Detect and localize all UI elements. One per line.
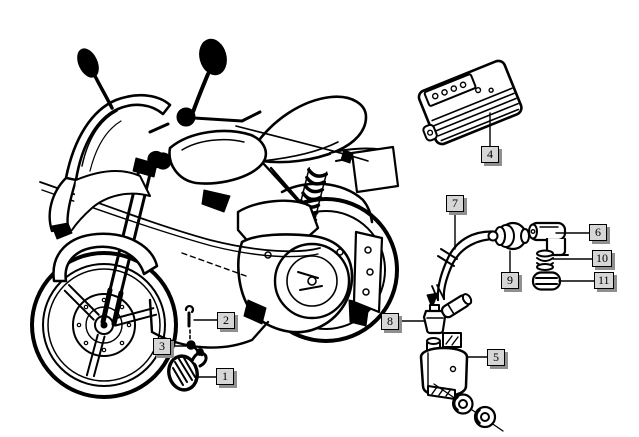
cable-end-arrow xyxy=(426,292,439,309)
cable-connector-illustration xyxy=(487,221,530,251)
callout-2[interactable]: 2 xyxy=(217,312,235,329)
callout-7[interactable]: 7 xyxy=(446,195,464,212)
fuel-tank xyxy=(154,129,268,185)
callout-11[interactable]: 11 xyxy=(594,272,614,289)
callout-1[interactable]: 1 xyxy=(216,368,234,385)
bolt-illustration xyxy=(186,340,204,357)
handlebar xyxy=(148,107,262,134)
callout-4[interactable]: 4 xyxy=(481,146,499,163)
rearset-bracket xyxy=(352,230,384,314)
terminal-illustration xyxy=(440,293,473,319)
harness-line xyxy=(235,125,369,162)
horn-illustration xyxy=(167,348,208,392)
callout-9[interactable]: 9 xyxy=(501,272,519,289)
ignition-coil-illustration xyxy=(419,332,469,400)
front-fairing xyxy=(48,93,172,240)
front-fender xyxy=(52,232,159,283)
left-mirror-icon xyxy=(77,48,114,110)
cdi-unit-illustration xyxy=(417,59,523,146)
motorcycle-illustration xyxy=(30,38,400,399)
spark-plug-cable-illustration xyxy=(426,230,502,309)
belly-fairing-line xyxy=(148,298,270,349)
license-plate xyxy=(340,145,400,194)
grommet-illustration xyxy=(422,304,447,335)
callout-5[interactable]: 5 xyxy=(487,349,505,366)
callout-6[interactable]: 6 xyxy=(589,224,607,241)
screw-illustration xyxy=(184,304,195,342)
rubber-boot-illustration xyxy=(531,271,562,291)
spark-plug-cap-illustration xyxy=(528,221,569,257)
dashed-reference-line xyxy=(181,252,247,277)
brake-disc-holes xyxy=(76,297,132,353)
spring-washer-illustration xyxy=(536,249,554,271)
callout-8[interactable]: 8 xyxy=(381,313,399,330)
right-mirror-icon xyxy=(191,38,227,114)
front-wheel-icon xyxy=(30,251,178,399)
engine-illustration xyxy=(201,189,370,334)
rear-fender-line xyxy=(280,182,374,224)
mounting-washers-illustration xyxy=(433,383,504,432)
callout-3[interactable]: 3 xyxy=(153,338,171,355)
callout-10[interactable]: 10 xyxy=(592,250,612,267)
leader-lines xyxy=(171,112,595,378)
